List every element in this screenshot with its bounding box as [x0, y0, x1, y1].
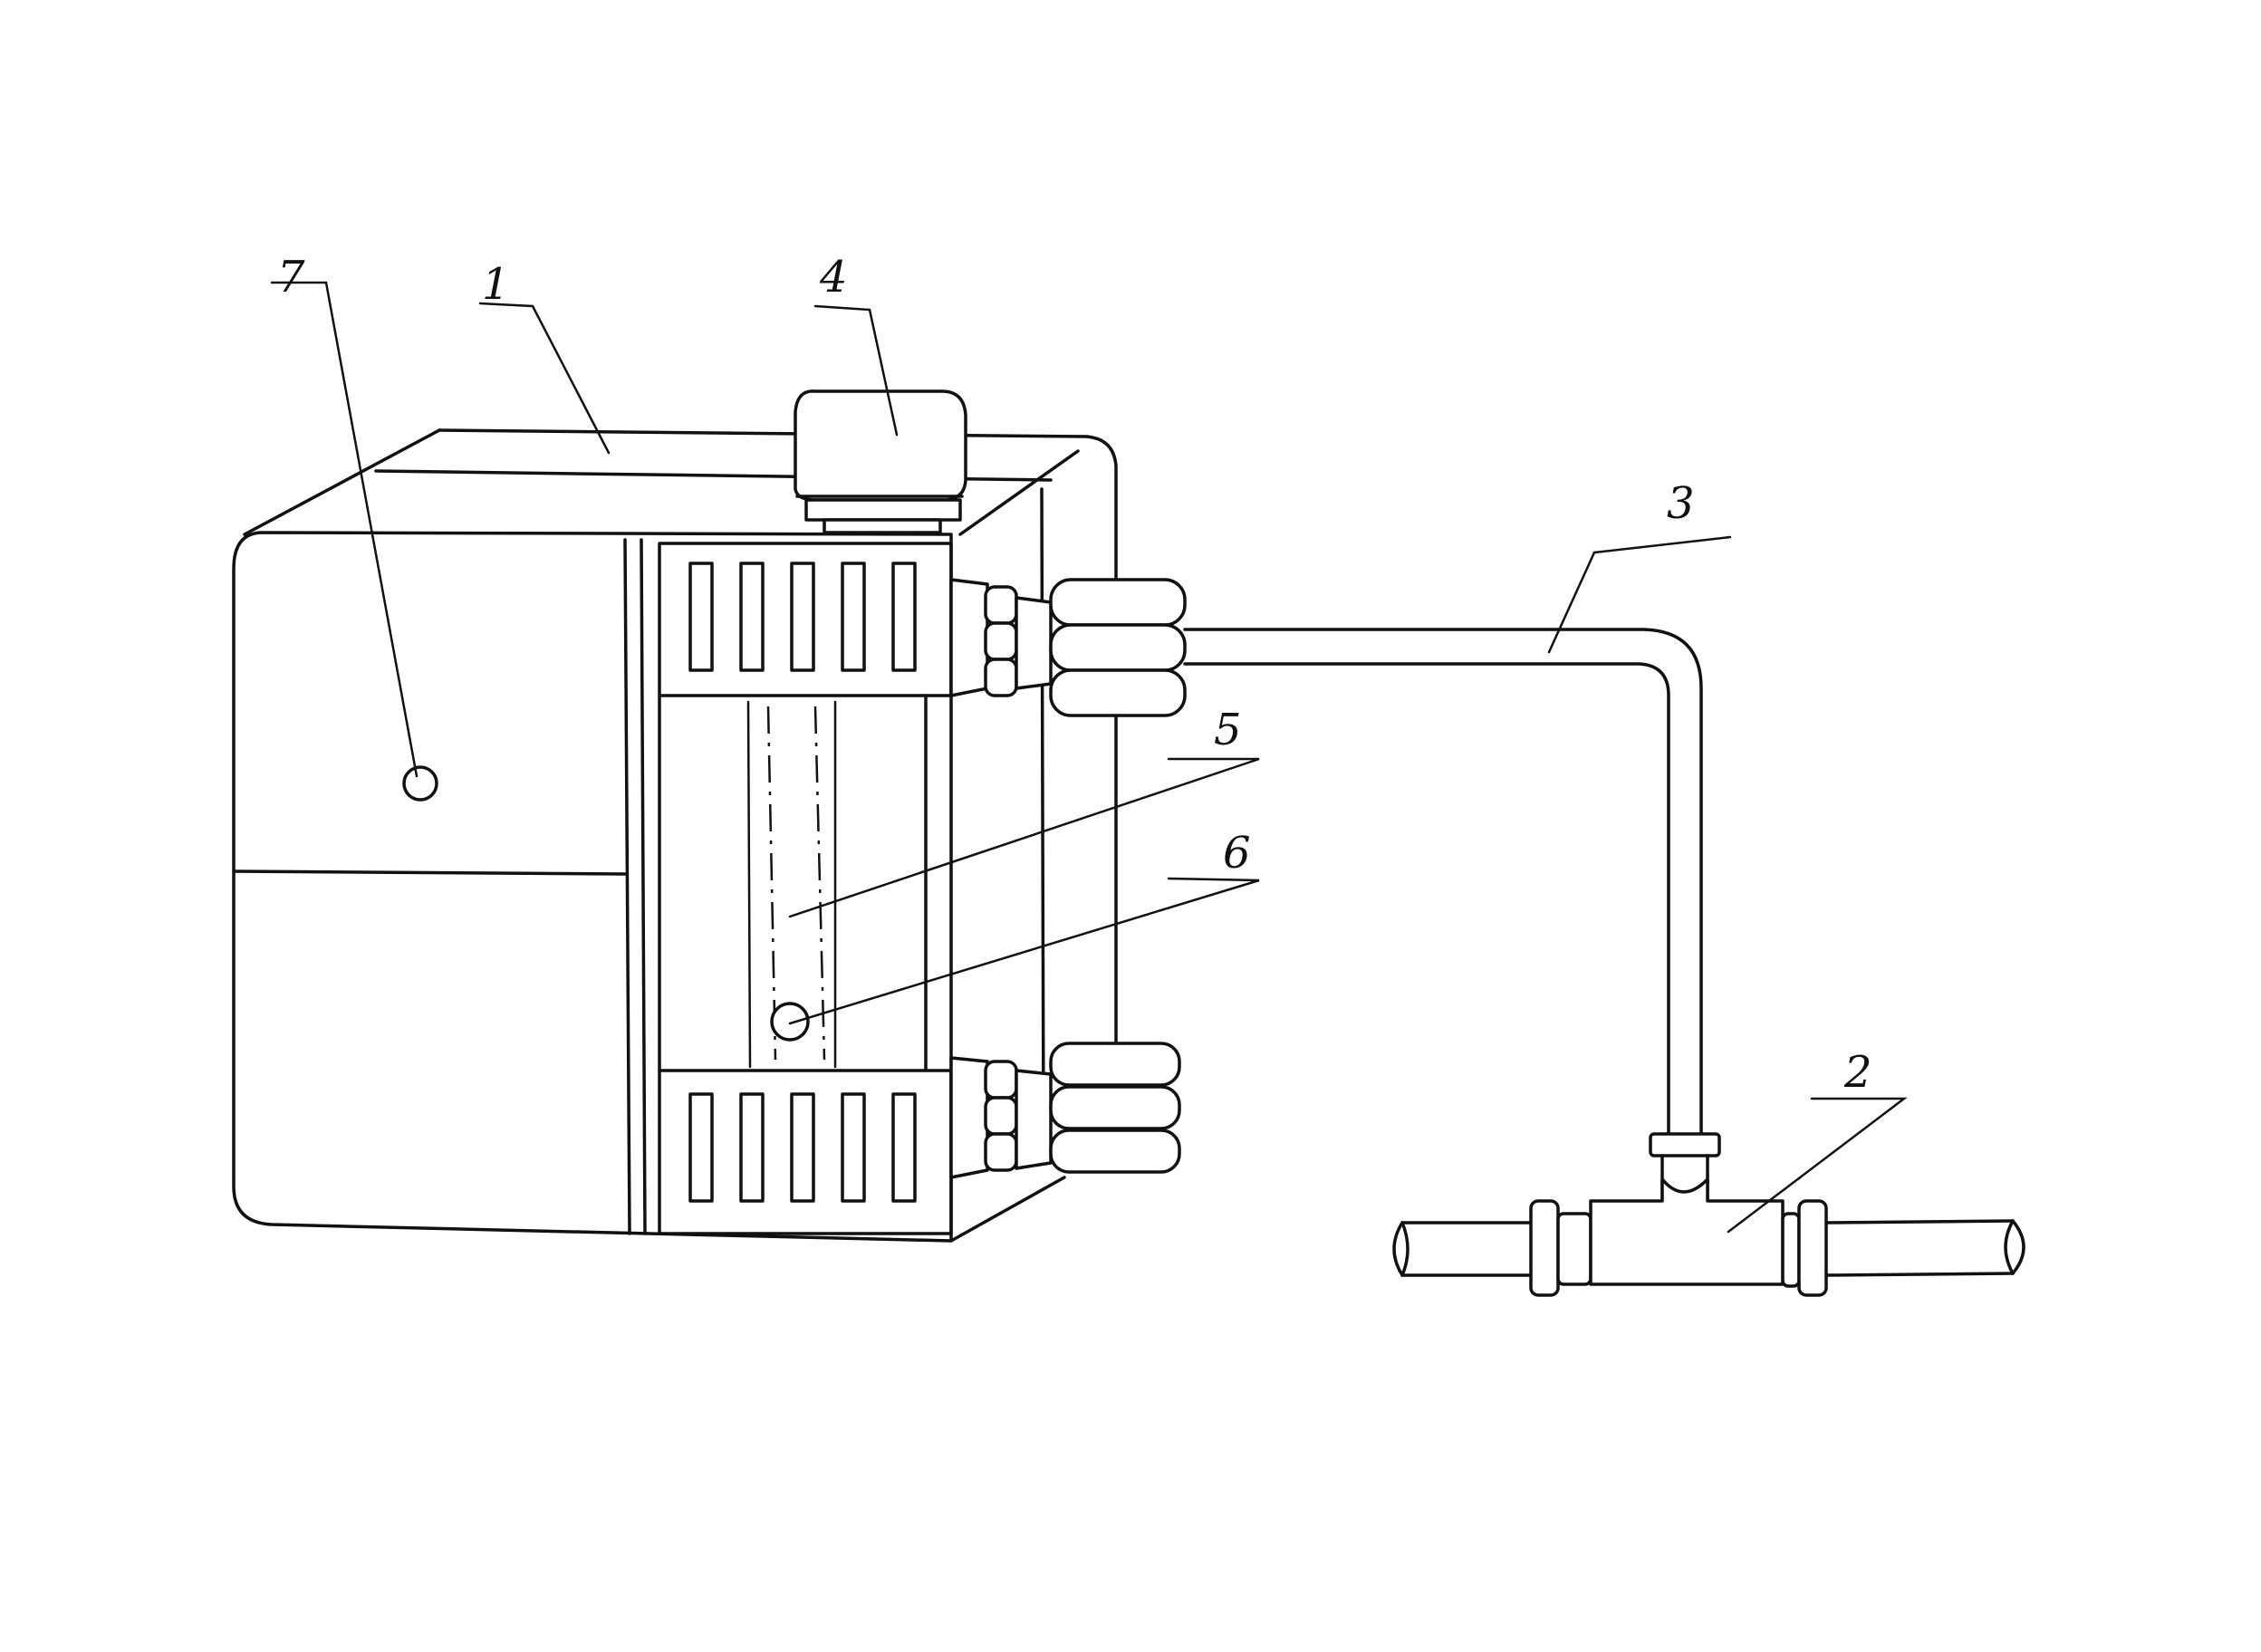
leader-lines — [270, 281, 1908, 1234]
label-6: 6 — [1223, 828, 1251, 879]
indicator-light — [402, 765, 438, 802]
float-ball — [770, 1002, 810, 1042]
label-7: 7 — [277, 252, 305, 303]
label-3: 3 — [1667, 478, 1695, 529]
main-pipeline — [1392, 1177, 2025, 1297]
housing — [232, 428, 1118, 1243]
upper-fittings — [949, 578, 1187, 717]
label-5: 5 — [1214, 705, 1242, 755]
label-1: 1 — [482, 259, 510, 310]
lower-fittings — [949, 1042, 1181, 1179]
upper-louver-panel — [658, 542, 953, 697]
top-unit — [794, 389, 967, 534]
connecting-pipe — [1183, 628, 1721, 1206]
label-4: 4 — [819, 252, 848, 303]
lower-louver-panel — [658, 1069, 953, 1235]
sight-glass-tube — [658, 694, 928, 1072]
label-2: 2 — [1843, 1047, 1872, 1098]
